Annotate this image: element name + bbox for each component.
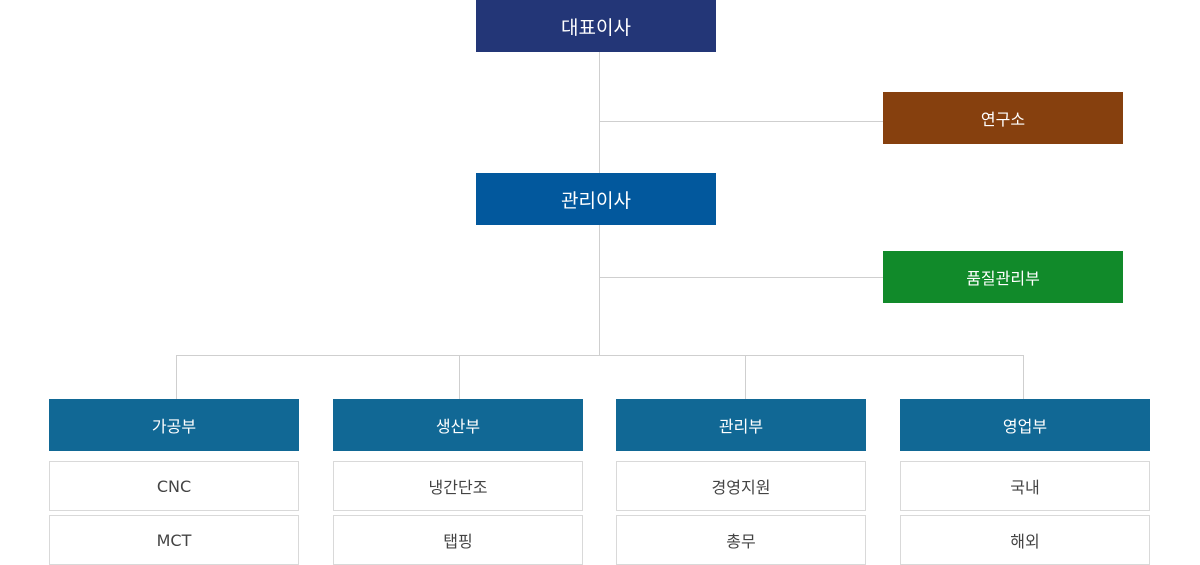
dept-item-label: 총무 — [726, 532, 756, 551]
connector-to-quality — [599, 277, 883, 278]
dept-sales: 영업부 — [900, 399, 1150, 451]
dept-management-item-general: 총무 — [616, 515, 866, 565]
dept-item-label: CNC — [156, 476, 192, 496]
connector-drop-1 — [176, 355, 177, 399]
dept-processing-item-cnc: CNC — [49, 461, 299, 511]
dept-item-label: MCT — [156, 530, 192, 550]
connector-to-lab — [599, 121, 883, 122]
dept-item-label: 해외 — [1010, 532, 1040, 551]
dept-sales-item-domestic: 국내 — [900, 461, 1150, 511]
dept-sales-label: 영업부 — [1002, 417, 1048, 436]
connector-director-down — [599, 225, 600, 355]
dept-production-item-tapping: 탭핑 — [333, 515, 583, 565]
dept-management: 관리부 — [616, 399, 866, 451]
connector-drop-3 — [745, 355, 746, 399]
dept-production: 생산부 — [333, 399, 583, 451]
dept-sales-item-overseas: 해외 — [900, 515, 1150, 565]
connector-drop-4 — [1023, 355, 1024, 399]
connector-drop-2 — [459, 355, 460, 399]
node-lab: 연구소 — [883, 92, 1123, 144]
node-quality: 품질관리부 — [883, 251, 1123, 303]
dept-item-label: 경영지원 — [711, 478, 771, 497]
dept-item-label: 냉간단조 — [428, 478, 488, 497]
connector-ceo-director — [599, 52, 600, 173]
dept-production-label: 생산부 — [435, 417, 481, 436]
dept-processing-item-mct: MCT — [49, 515, 299, 565]
dept-processing-label: 가공부 — [151, 417, 197, 436]
dept-management-item-support: 경영지원 — [616, 461, 866, 511]
node-director: 관리이사 — [476, 173, 716, 225]
dept-item-label: 국내 — [1010, 478, 1040, 497]
dept-item-label: 탭핑 — [443, 532, 473, 551]
dept-production-item-forging: 냉간단조 — [333, 461, 583, 511]
node-director-label: 관리이사 — [561, 189, 631, 212]
node-lab-label: 연구소 — [980, 110, 1026, 129]
dept-processing: 가공부 — [49, 399, 299, 451]
node-ceo: 대표이사 — [476, 0, 716, 52]
node-quality-label: 품질관리부 — [966, 269, 1040, 288]
connector-horizontal-bus — [176, 355, 1024, 356]
node-ceo-label: 대표이사 — [561, 16, 631, 39]
dept-management-label: 관리부 — [718, 417, 764, 436]
